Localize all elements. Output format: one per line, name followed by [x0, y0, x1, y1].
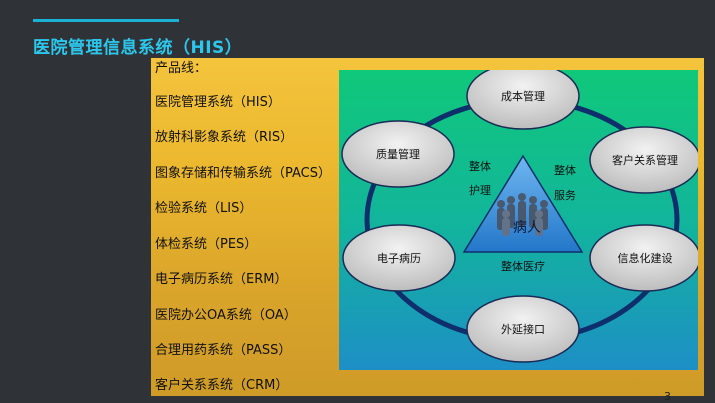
patient-centric-diagram: 成本管理 客户关系管理 信息化建设 外延接口 电子病历 质量管理 病人 整体 护… [339, 70, 698, 370]
product-item: 医院办公OA系统（OA） [155, 308, 297, 323]
node-quality-management: 质量管理 [341, 120, 455, 188]
title-accent-line [33, 19, 179, 22]
product-item: 放射科影象系统（RIS） [155, 130, 294, 145]
node-crm: 客户关系管理 [589, 126, 698, 194]
node-emr: 电子病历 [342, 224, 456, 292]
node-external-interface: 外延接口 [466, 295, 580, 363]
node-label: 外延接口 [501, 323, 545, 336]
holistic-label: 整体 [469, 159, 491, 173]
service-label: 服务 [554, 189, 576, 202]
node-cost-management: 成本管理 [466, 70, 580, 130]
patient-label: 病人 [513, 220, 541, 236]
node-label: 质量管理 [376, 147, 420, 161]
product-item: 体检系统（PES） [155, 237, 258, 252]
product-list-heading: 产品线： [155, 61, 208, 76]
product-item: 图象存储和传输系统（PACS） [155, 166, 332, 181]
slide-title: 医院管理信息系统（HIS） [33, 38, 243, 58]
product-item: 电子病历系统（ERM） [155, 272, 288, 287]
product-item: 客户关系系统（CRM） [155, 378, 289, 393]
node-label: 信息化建设 [618, 251, 673, 265]
product-item: 检验系统（LIS） [155, 201, 253, 216]
people-icon [497, 193, 548, 236]
node-label: 成本管理 [501, 89, 545, 103]
product-item: 医院管理系统（HIS） [155, 95, 281, 110]
node-label: 电子病历 [377, 251, 421, 265]
nursing-label: 护理 [469, 183, 491, 197]
page-number: 3 [664, 390, 671, 403]
holistic-label: 整体 [554, 163, 576, 177]
holistic-care-label: 整体医疗 [501, 259, 545, 273]
product-item: 合理用药系统（PASS） [155, 343, 292, 358]
node-label: 客户关系管理 [612, 153, 678, 167]
node-it-construction: 信息化建设 [589, 224, 698, 292]
